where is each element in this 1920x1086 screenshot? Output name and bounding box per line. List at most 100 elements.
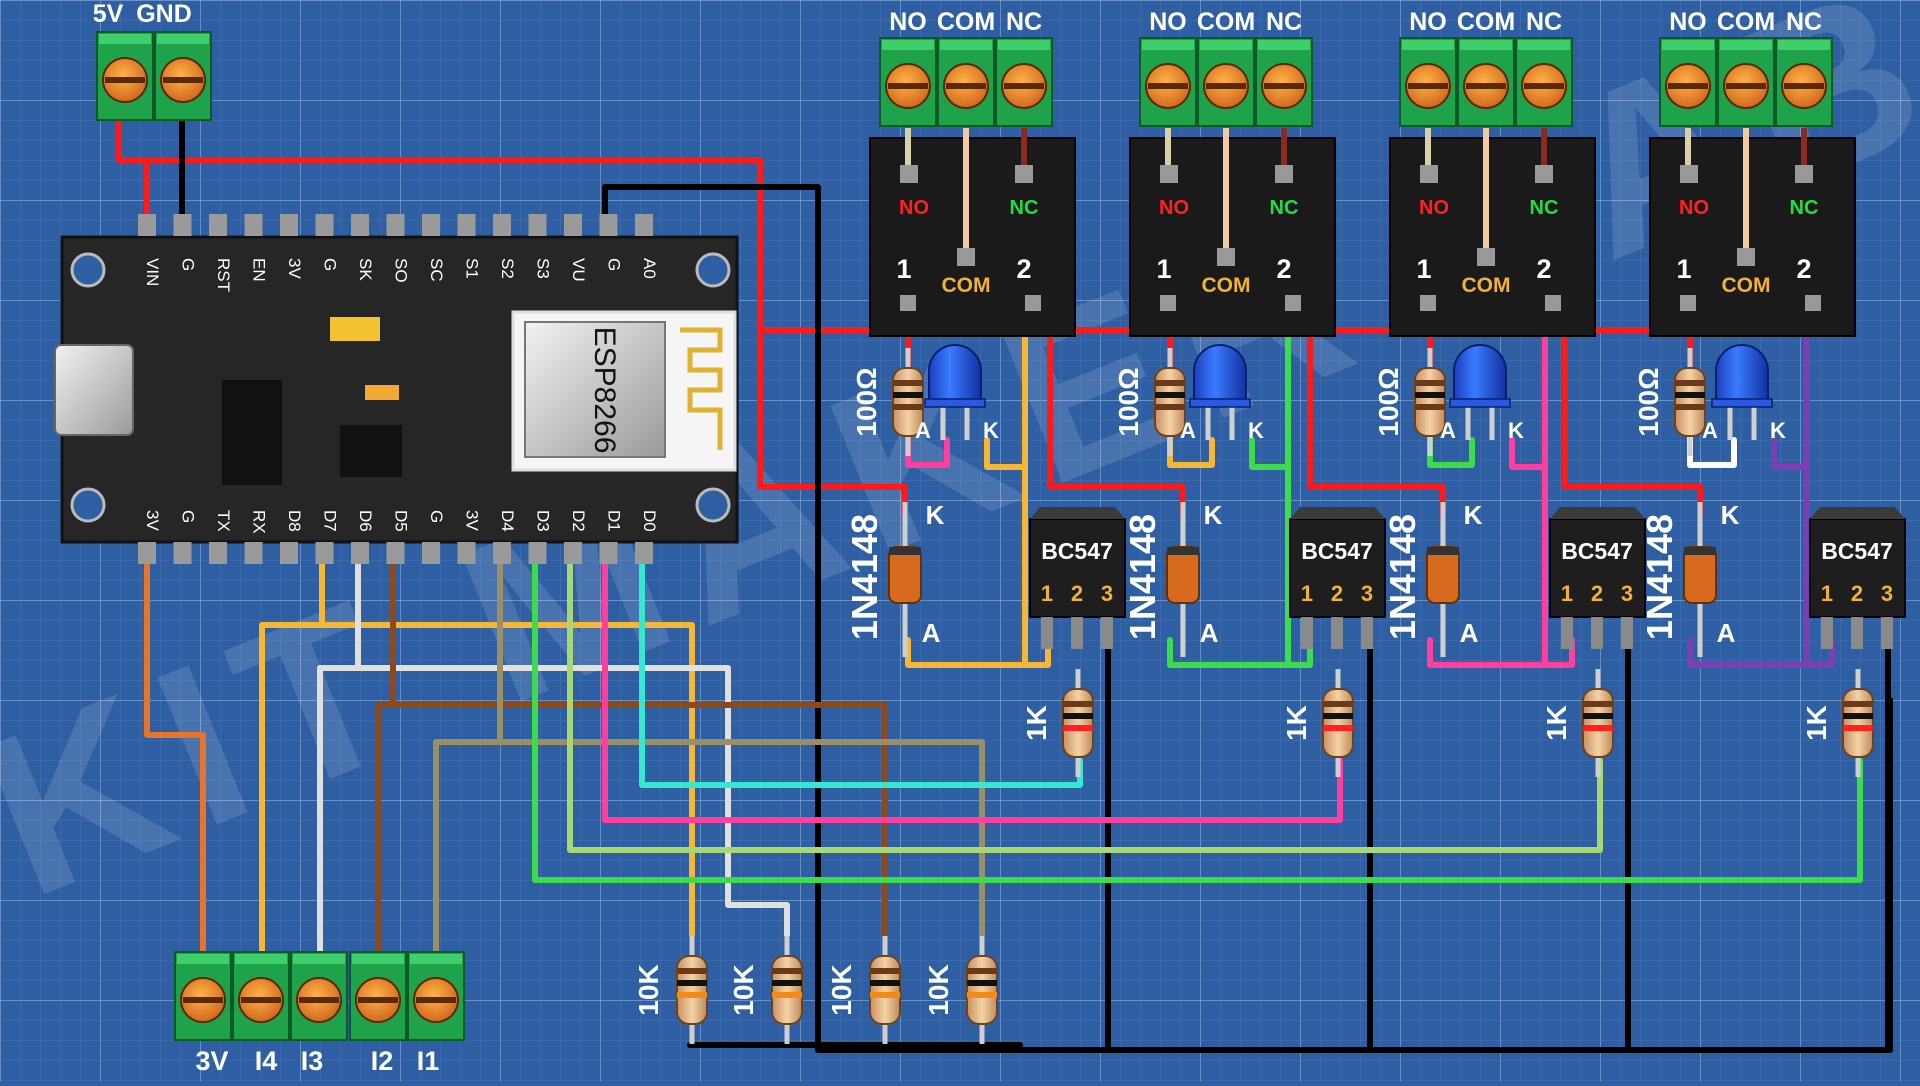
input-resistor: 10K: [728, 936, 803, 1044]
relay-pin1-label: 1: [1676, 254, 1691, 284]
relay-pin: [1535, 165, 1553, 183]
header-pin: [493, 214, 511, 236]
base-resistor-label: 1K: [1281, 705, 1312, 741]
resistor-body: [1842, 688, 1874, 758]
bottom-pin-label: D8: [285, 510, 304, 532]
terminal-top: [293, 954, 345, 964]
relay-pin: [1680, 165, 1698, 183]
top-pin-label: G: [605, 258, 624, 271]
relay-pin1-label: 1: [1156, 254, 1171, 284]
transistor-leg: [1041, 617, 1053, 649]
relay-terminal-label: COM: [1457, 8, 1515, 36]
transistor-top: [1810, 507, 1905, 519]
resistor-band: [1415, 380, 1445, 386]
relay-terminal-label: NC: [1786, 8, 1822, 36]
wire-coil-diode: [1167, 637, 1291, 668]
transistor-top: [1550, 507, 1645, 519]
screw-slot: [1264, 83, 1304, 89]
input-resistor-label: 10K: [923, 964, 954, 1015]
led-resistor-label: 100Ω: [1113, 367, 1144, 436]
base-resistor-label: 1K: [1541, 705, 1572, 741]
wire-3v: [144, 552, 206, 958]
capacitor: [330, 317, 380, 341]
relay-no-label: NO: [1679, 197, 1709, 219]
diode-band: [1427, 547, 1459, 555]
power-terminal: [96, 31, 212, 121]
header-pin: [209, 214, 227, 236]
wire-coil-led: [1509, 297, 1548, 470]
diode-body: [1683, 546, 1717, 604]
bottom-pin-label: D1: [605, 510, 624, 532]
resistor-band: [1063, 725, 1093, 731]
diode-anode-label: A: [1460, 618, 1479, 648]
terminal-top: [882, 40, 934, 50]
transistor-leg: [1621, 617, 1633, 649]
bottom-pin-label: TX: [214, 510, 233, 532]
led-cathode-label: K: [983, 418, 999, 443]
relay-terminal: [879, 37, 1053, 127]
transistor-leg: [1301, 617, 1313, 649]
mount-hole-icon: [695, 487, 731, 523]
mount-hole-icon: [70, 487, 106, 523]
header-pin: [422, 214, 440, 236]
chip-regulator: [340, 425, 402, 477]
capacitor: [365, 385, 399, 400]
transistor-leg: [1101, 617, 1113, 649]
resistor-band: [870, 968, 900, 974]
power-terminal-label: 5V: [93, 0, 124, 28]
terminal-top: [410, 954, 462, 964]
input-terminal-b: [349, 951, 465, 1041]
screw-slot: [946, 83, 986, 89]
led-rim: [1711, 398, 1773, 408]
wire-d4-10k: [433, 739, 985, 938]
relay-no-label: NO: [899, 197, 929, 219]
screw-slot: [1784, 83, 1824, 89]
diode-cathode-label: K: [1464, 500, 1483, 530]
led-resistor: 100Ω: [1633, 348, 1706, 456]
input-resistor-label: 10K: [633, 964, 664, 1015]
wire-d5-10k: [375, 702, 888, 938]
transistor-part-label: BC547: [1301, 538, 1373, 564]
transistor-leg: [1071, 617, 1083, 649]
base-resistor-label: 1K: [1021, 705, 1052, 741]
resistor-band: [1063, 713, 1093, 719]
wire-coil-collector: [1022, 464, 1051, 668]
top-pin-label: 3V: [285, 258, 304, 279]
terminal-top: [998, 40, 1050, 50]
resistor-body: [771, 955, 803, 1025]
relay-pin: [1025, 295, 1041, 311]
input-resistor-label: 10K: [728, 964, 759, 1015]
relay-pin2-label: 2: [1276, 254, 1291, 284]
header-pin: [209, 542, 227, 564]
relay-com-label: COM: [1202, 274, 1251, 297]
terminal-top: [1258, 40, 1310, 50]
header-pin: [635, 542, 653, 564]
transistor-pin-label: 2: [1591, 581, 1603, 606]
terminal-top: [1720, 40, 1772, 50]
resistor-band: [1675, 404, 1705, 410]
relay-terminal-label: NC: [1266, 8, 1302, 36]
header-pin: [315, 214, 334, 236]
resistor-band: [1583, 713, 1613, 719]
led-rim: [924, 398, 986, 408]
terminal-top: [177, 954, 229, 964]
screw-slot: [241, 997, 281, 1003]
resistor-body: [1062, 688, 1094, 758]
transistor-pin-label: 1: [1821, 581, 1833, 606]
header-pin: [386, 542, 405, 564]
input-resistor: 10K: [923, 936, 998, 1044]
relay-nc-label: NC: [1790, 197, 1819, 219]
relay-no-label: NO: [1159, 197, 1189, 219]
base-resistor-label: 1K: [1801, 705, 1832, 741]
resistor-band: [1155, 404, 1185, 410]
header-pin: [173, 542, 192, 564]
led-cathode-label: K: [1248, 418, 1264, 443]
led-dome: [1715, 344, 1769, 402]
